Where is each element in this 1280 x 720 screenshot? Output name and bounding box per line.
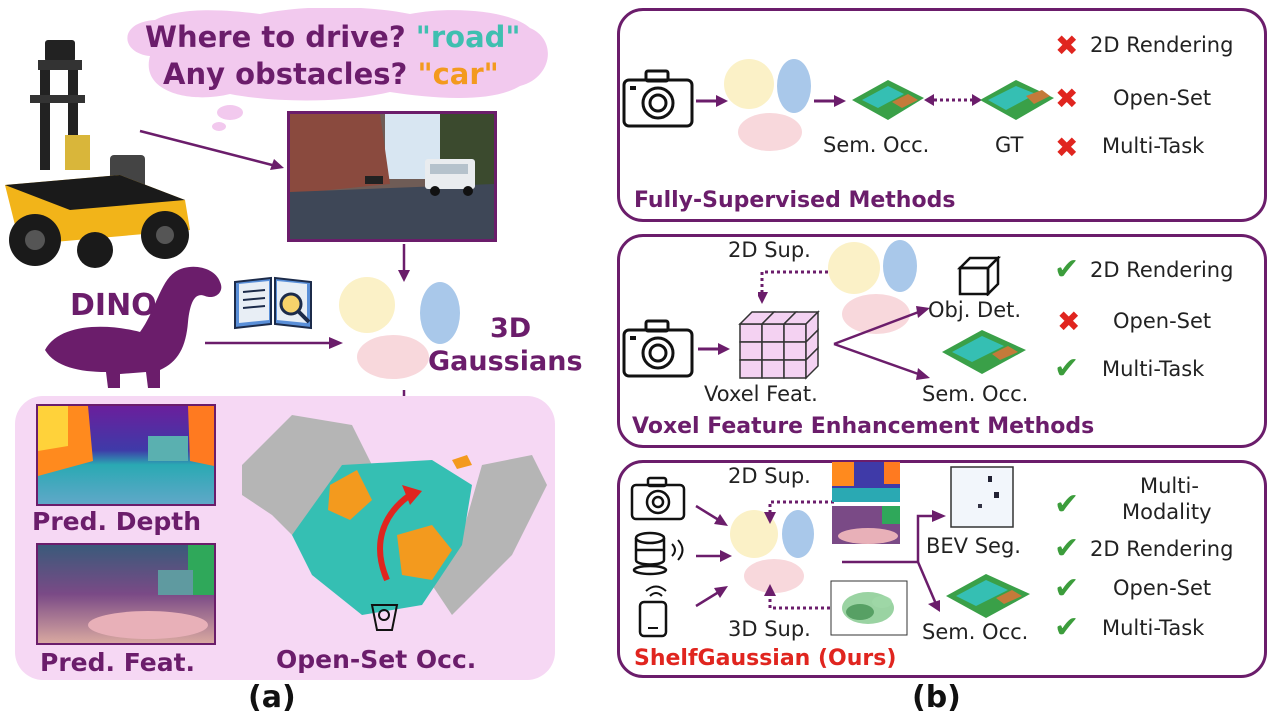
p2-obj-det-label: Obj. Det. xyxy=(928,298,1022,322)
p1-arrow-2 xyxy=(814,95,846,107)
feature-map xyxy=(38,545,214,643)
p2-row1-check-icon: ✔ xyxy=(1054,252,1080,287)
question-1-answer: "road" xyxy=(415,20,521,54)
p1-gt-label: GT xyxy=(995,133,1024,157)
bbox-cube-icon xyxy=(956,256,1002,296)
dino-label: DINO xyxy=(70,288,157,323)
thought-bubble-shape xyxy=(127,7,548,101)
dino-to-gaussians-arrow xyxy=(205,337,343,349)
p2-row3-label: Multi-Task xyxy=(1102,357,1205,381)
p1-title: Fully-Supervised Methods xyxy=(634,188,956,213)
p2-voxel-feat-label: Voxel Feat. xyxy=(704,382,818,406)
p1-row1-cross-icon: ✖ xyxy=(1055,29,1079,62)
p3-depth-thumbnail xyxy=(832,462,900,502)
p3-multimodal-label-2: Modality xyxy=(1122,500,1212,524)
p1-row3-cross-icon: ✖ xyxy=(1055,131,1079,164)
p3-row3-check-icon: ✔ xyxy=(1054,610,1080,645)
p3-2d-sup-arrow xyxy=(764,500,834,524)
question-2-text: Any obstacles? xyxy=(163,57,408,91)
p3-3d-sup-label: 3D Sup. xyxy=(728,617,811,641)
pred-depth-image xyxy=(36,404,216,506)
p3-2d-sup-label: 2D Sup. xyxy=(728,464,811,488)
dinosaur-icon xyxy=(45,266,222,388)
thought-dot-2 xyxy=(212,122,226,131)
p3-camera-icon xyxy=(630,476,686,521)
radar-phone-icon xyxy=(638,585,668,638)
p3-input-arrows xyxy=(695,504,732,608)
p1-row2-cross-icon: ✖ xyxy=(1055,82,1079,115)
p2-2d-sup-label: 2D Sup. xyxy=(728,238,811,262)
p3-3d-sup-arrow xyxy=(764,584,830,610)
p3-bev-seg-label: BEV Seg. xyxy=(926,534,1021,558)
street-scene-image xyxy=(290,114,494,239)
question-2-answer: "car" xyxy=(417,57,499,91)
p1-compare-arrow xyxy=(924,94,982,106)
p3-pointcloud-thumbnail xyxy=(830,580,908,636)
p3-multimodal-check-icon: ✔ xyxy=(1054,487,1080,522)
panel-voxel-feature xyxy=(617,234,1267,448)
p3-feature-thumbnail xyxy=(832,506,900,544)
p3-row1-label: 2D Rendering xyxy=(1090,537,1234,561)
robot-to-photo-arrow xyxy=(139,129,284,170)
p1-row2-label: Open-Set xyxy=(1113,86,1212,110)
lidar-icon xyxy=(632,531,684,576)
p3-sem-occ-image xyxy=(946,574,1030,618)
open-set-occ-label: Open-Set Occ. xyxy=(276,645,477,674)
question-line-1: Where to drive? "road" xyxy=(145,20,521,54)
p1-row1-label: 2D Rendering xyxy=(1090,33,1234,57)
gaussians-label-line1: 3D xyxy=(490,313,532,344)
p2-row2-cross-icon: ✖ xyxy=(1057,305,1081,338)
p3-title: ShelfGaussian (Ours) xyxy=(634,646,897,671)
p1-row3-label: Multi-Task xyxy=(1102,134,1205,158)
pred-feat-image xyxy=(36,543,216,645)
caption-b: (b) xyxy=(912,680,961,715)
open-set-occupancy-image xyxy=(242,415,547,631)
p2-row1-label: 2D Rendering xyxy=(1090,258,1234,282)
pred-depth-label: Pred. Depth xyxy=(32,507,202,536)
panel-fully-supervised xyxy=(617,8,1267,222)
voxel-cube-icon xyxy=(738,310,820,380)
question-line-2: Any obstacles? "car" xyxy=(163,57,499,91)
question-1-text: Where to drive? xyxy=(145,20,406,54)
p3-gaussians-icon xyxy=(730,510,814,593)
thought-bubble xyxy=(110,7,555,104)
gaussians-label-line2: Gaussians xyxy=(428,346,583,377)
p2-sem-occ-image xyxy=(942,330,1026,374)
p1-gt-image xyxy=(980,80,1054,120)
p2-sem-occ-label: Sem. Occ. xyxy=(922,382,1029,406)
p1-gaussians-icon xyxy=(724,59,811,151)
p3-sem-occ-label: Sem. Occ. xyxy=(922,620,1029,644)
p2-arrow-1 xyxy=(698,343,730,355)
p3-branch-arrows xyxy=(842,510,946,612)
street-photo xyxy=(287,111,497,242)
p2-row2-label: Open-Set xyxy=(1113,309,1212,333)
p1-sem-occ-image xyxy=(852,80,924,120)
p2-gaussians-icon xyxy=(828,240,917,334)
panel-shelfgaussian xyxy=(617,460,1267,678)
p3-row2-check-icon: ✔ xyxy=(1054,571,1080,606)
p1-arrow-1 xyxy=(696,95,728,107)
robot-icon xyxy=(5,40,190,268)
p3-row2-label: Open-Set xyxy=(1113,576,1212,600)
pred-feat-label: Pred. Feat. xyxy=(40,648,196,677)
p3-row3-label: Multi-Task xyxy=(1102,616,1205,640)
photo-to-gaussians-arrow xyxy=(398,244,410,282)
camera-icon xyxy=(622,69,694,128)
p2-branch-arrows xyxy=(833,306,930,380)
p2-row3-check-icon: ✔ xyxy=(1054,351,1080,386)
p3-row1-check-icon: ✔ xyxy=(1054,531,1080,566)
book-search-icon xyxy=(234,276,312,330)
p3-multimodal-label-1: Multi- xyxy=(1140,474,1199,498)
depth-map xyxy=(38,406,214,504)
p1-sem-occ-label: Sem. Occ. xyxy=(823,133,930,157)
p2-2d-sup-arrow xyxy=(758,270,828,304)
bev-seg-image xyxy=(950,466,1014,528)
caption-a: (a) xyxy=(248,680,296,715)
thought-dot-1 xyxy=(217,105,243,120)
p2-camera-icon xyxy=(622,319,694,378)
p2-title: Voxel Feature Enhancement Methods xyxy=(632,414,1095,439)
robot-image xyxy=(0,35,200,270)
gaussians-icon xyxy=(339,277,460,379)
